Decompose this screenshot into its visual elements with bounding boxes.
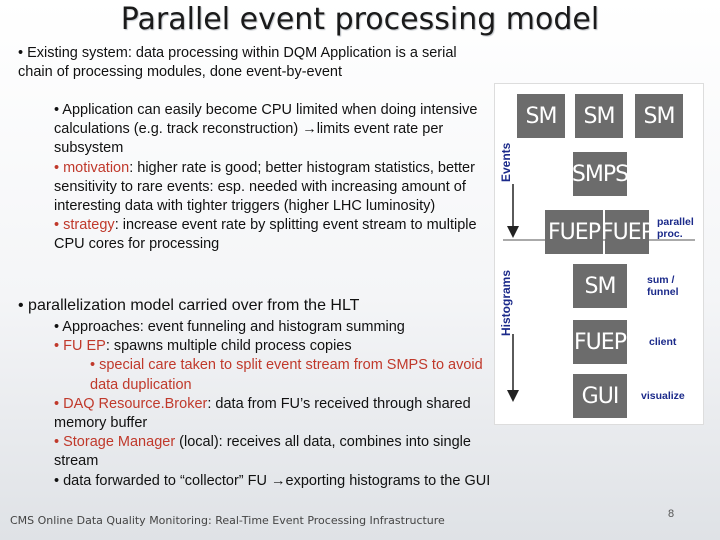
bullet-fuep: • FU EP: spawns multiple child process c… <box>54 337 494 356</box>
sm-box-1: SM <box>517 94 565 138</box>
bullet-strategy: • strategy: increase event rate by split… <box>54 216 484 254</box>
parallel-line-2: proc. <box>657 228 683 240</box>
sum-line-1: sum / <box>647 274 675 286</box>
parallelization-bullets: • Approaches: event funneling and histog… <box>54 318 494 491</box>
motivation-text: : higher rate is good; better histogram … <box>54 159 475 215</box>
sum-line-2: funnel <box>647 286 679 298</box>
gui-box: GUI <box>573 374 627 418</box>
section-heading: • parallelization model carried over fro… <box>18 297 360 314</box>
bullet-collector: • data forwarded to “collector” FU →expo… <box>54 472 491 489</box>
fuep-key: • FU EP <box>54 338 106 355</box>
sm-box-3: SM <box>635 94 683 138</box>
histograms-label: Histograms <box>499 269 513 336</box>
parallel-label: parallel proc. <box>657 216 694 240</box>
intro-bullet: • Existing system: data processing withi… <box>18 45 457 81</box>
sm-key: • Storage Manager <box>54 434 176 451</box>
sm-text: (local): receives all data, combines int… <box>54 434 471 470</box>
fuep-box-1: FUEP <box>545 210 603 254</box>
fuep-box-bottom: FUEP <box>573 320 627 364</box>
visualize-label: visualize <box>641 390 685 402</box>
bullet-cpu-limited: • Application can easily become CPU limi… <box>54 102 478 157</box>
strategy-key: • strategy <box>54 217 115 234</box>
bullet-resource-broker: • DAQ Resource.Broker: data from FU’s re… <box>54 395 494 433</box>
bullet-motivation: • motivation: higher rate is good; bette… <box>54 159 484 217</box>
page-title: Parallel event processing model <box>120 2 600 37</box>
client-label: client <box>649 336 677 348</box>
rb-text: : data from FU’s received through shared… <box>54 395 471 432</box>
smps-box: SMPS <box>572 152 629 196</box>
sm-box-bottom: SM <box>573 264 627 308</box>
processing-diagram: Events Histograms SM SM SM SMPS FUEP FUE… <box>494 83 704 425</box>
sum-funnel-label: sum / funnel <box>647 274 679 298</box>
fuep-text: : spawns multiple child process copies <box>105 338 352 355</box>
fuep-box-2: FUEP <box>601 210 654 254</box>
sub-bullets-block: • Application can easily become CPU limi… <box>54 101 484 255</box>
rb-key: • DAQ Resource.Broker <box>54 395 208 412</box>
motivation-key: • motivation <box>54 159 130 176</box>
sm-box-2: SM <box>575 94 623 138</box>
bullet-storage-manager: • Storage Manager (local): receives all … <box>54 433 494 471</box>
parallel-line-1: parallel <box>657 216 694 228</box>
footer-text: CMS Online Data Quality Monitoring: Real… <box>10 514 445 527</box>
strategy-text: : increase event rate by splitting event… <box>54 217 477 253</box>
events-label: Events <box>499 142 513 182</box>
page-number: 8 <box>668 508 675 520</box>
bullet-fuep-sub: • special care taken to split event stre… <box>90 357 483 393</box>
bullet-approaches: • Approaches: event funneling and histog… <box>54 319 405 335</box>
